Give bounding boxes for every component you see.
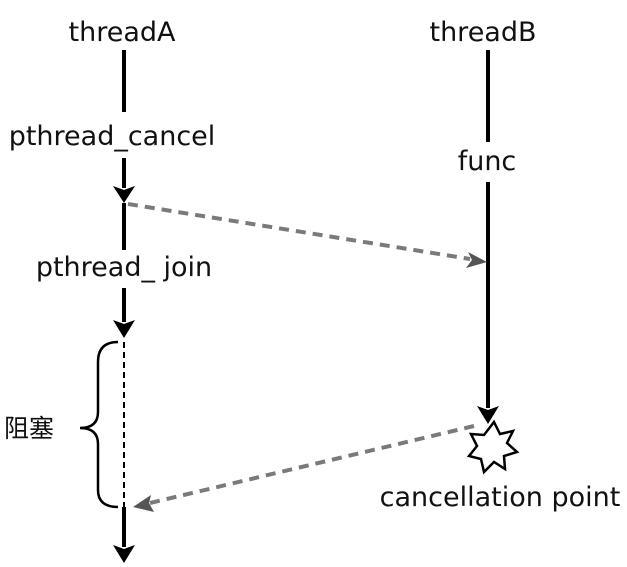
arrowhead-icon (466, 252, 487, 268)
thread-b-title: threadB (429, 17, 536, 48)
starburst-icon (466, 419, 520, 475)
thread-a-title: threadA (69, 17, 177, 48)
pthread-cancel-label: pthread_cancel (9, 121, 216, 152)
arrowhead-icon (113, 186, 135, 203)
func-label: func (458, 146, 517, 177)
arrowhead-icon (477, 406, 499, 424)
arrowhead-icon (113, 545, 135, 563)
arrowhead-icon (113, 320, 135, 338)
blocked-label: 阻塞 (4, 414, 54, 443)
pthread-join-label: pthread_ join (36, 252, 212, 283)
cancel-signal-arrow (127, 202, 471, 261)
arrowhead-icon (133, 495, 154, 512)
curly-brace-icon (79, 340, 119, 509)
join-return-arrow (149, 424, 475, 505)
cancellation-point-label: cancellation point (380, 482, 621, 513)
